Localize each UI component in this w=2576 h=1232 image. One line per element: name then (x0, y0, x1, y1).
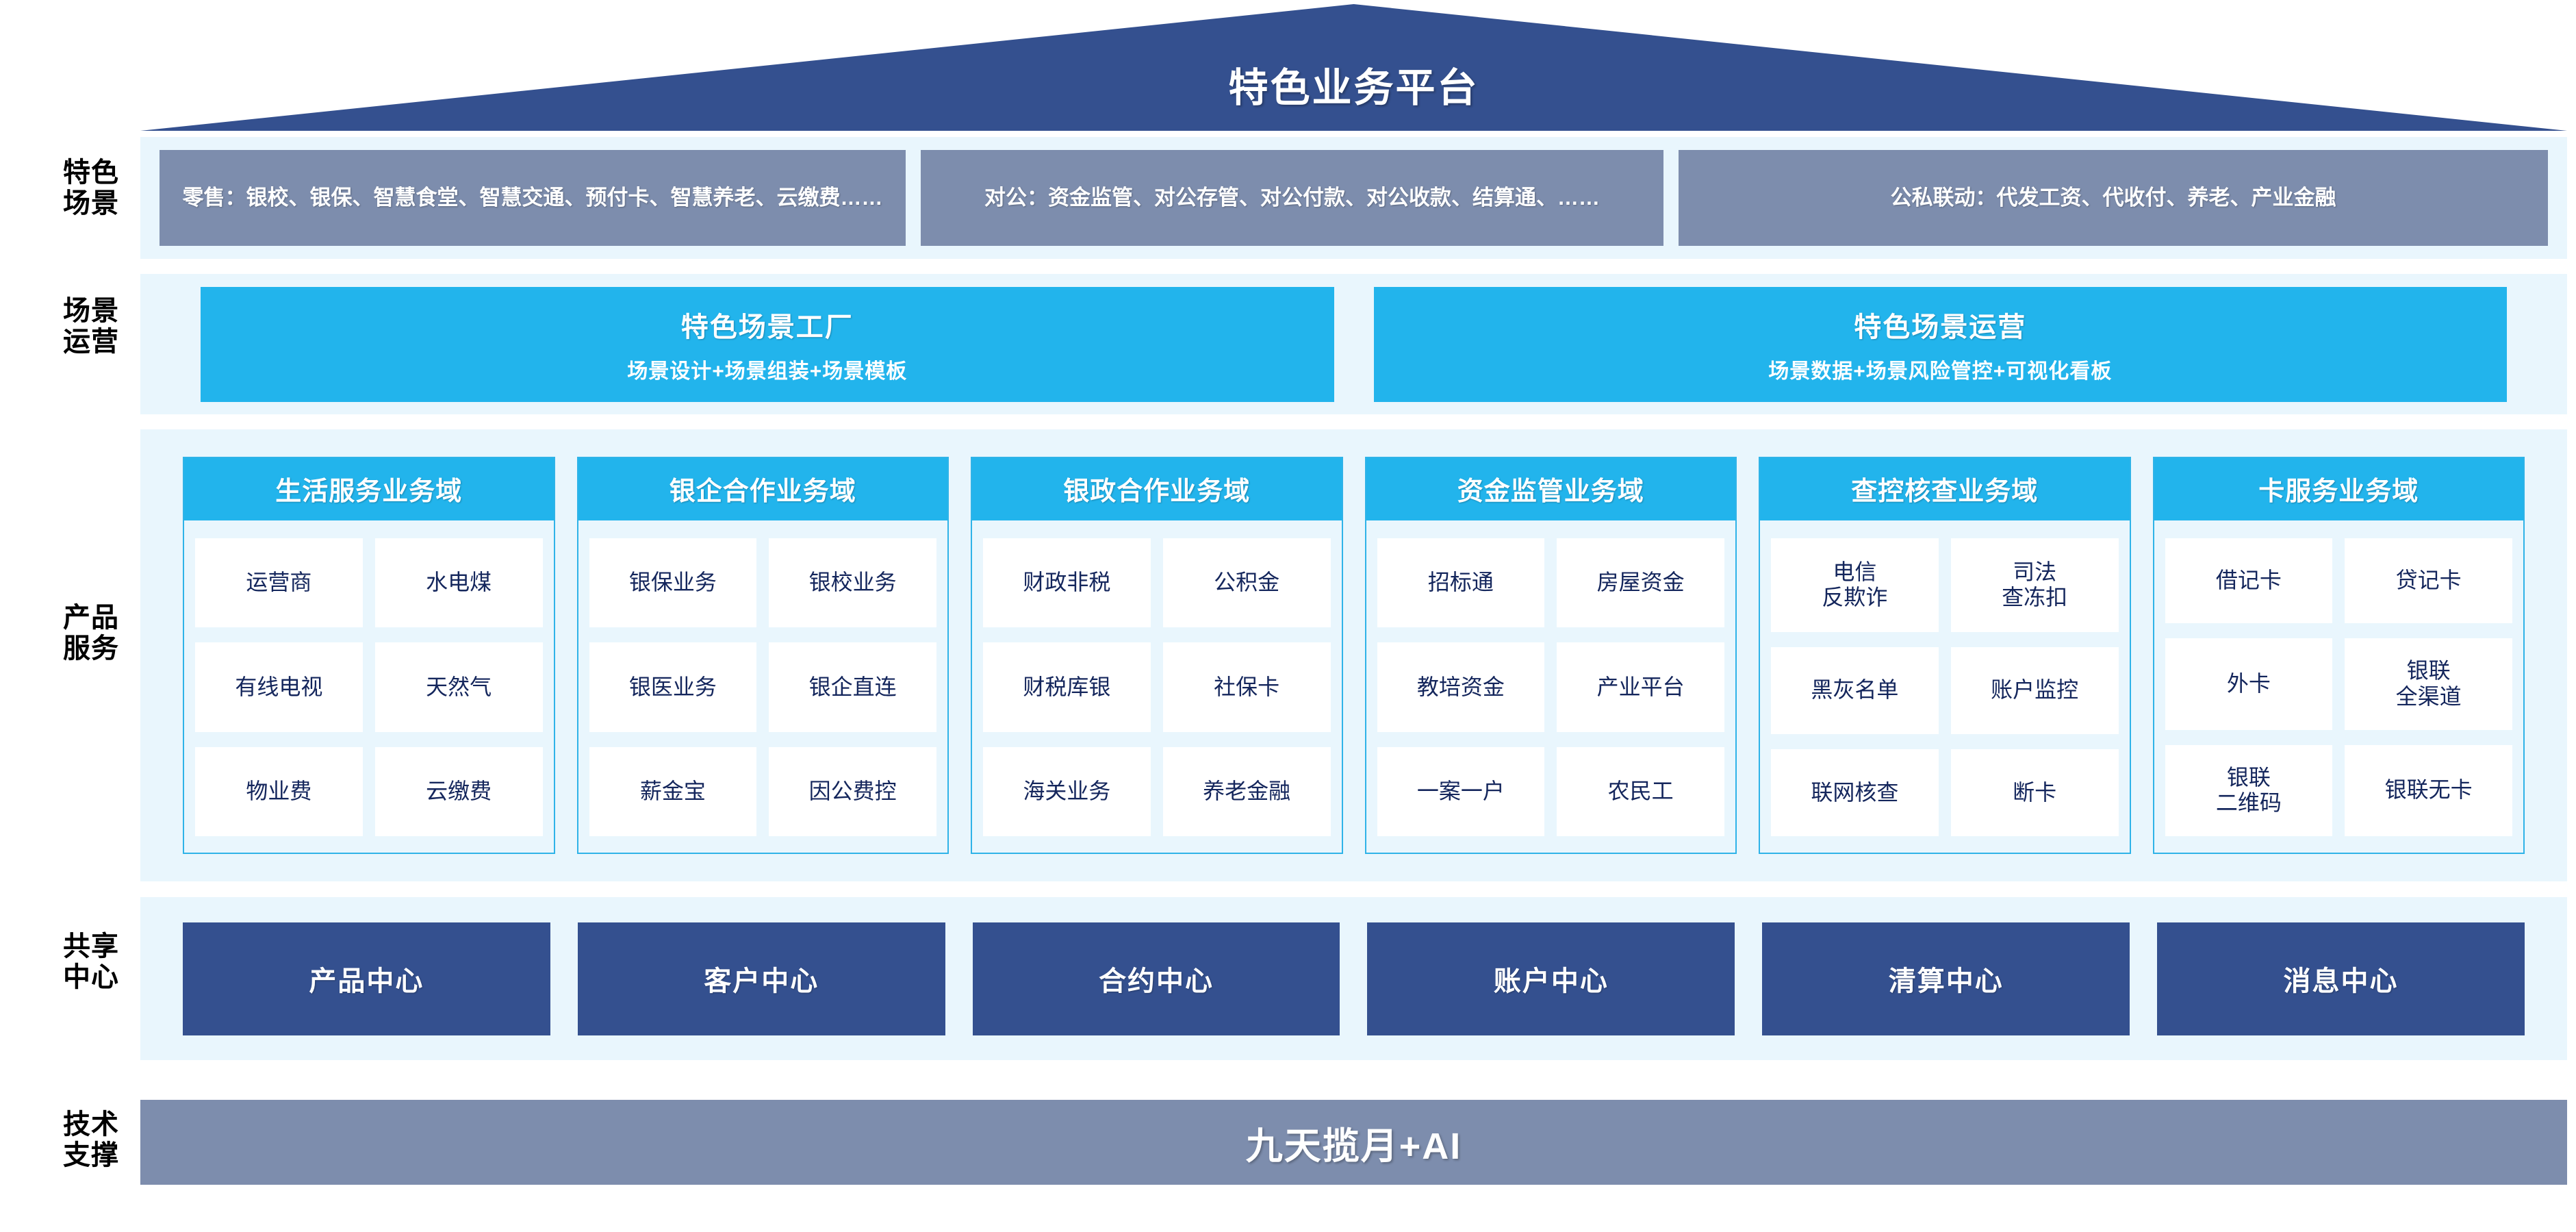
domain-cell[interactable]: 黑灰名单 (1771, 646, 1939, 734)
shared-center-clearing[interactable]: 清算中心 (1762, 922, 2130, 1035)
shared-center-band: 产品中心 客户中心 合约中心 账户中心 清算中心 消息中心 (140, 897, 2567, 1060)
row-label-tech-support: 技术支撑 (63, 1109, 119, 1170)
row-label-shared-center: 共享中心 (63, 931, 119, 992)
domain-cell[interactable]: 产业平台 (1557, 642, 1724, 732)
domain-grid-bank-government: 财政非税 公积金 财税库银 社保卡 海关业务 养老金融 (972, 520, 1342, 853)
domain-grid-life-service: 运营商 水电煤 有线电视 天然气 物业费 云缴费 (184, 520, 554, 853)
scenario-band: 零售：银校、银保、智慧食堂、智慧交通、预付卡、智慧养老、云缴费…… 对公：资金监… (140, 137, 2567, 259)
domain-cell[interactable]: 教培资金 (1377, 642, 1545, 732)
domain-cell[interactable]: 薪金宝 (589, 746, 757, 836)
domain-cell[interactable]: 司法查冻扣 (1950, 538, 2119, 632)
domain-cell[interactable]: 财政非税 (983, 538, 1151, 628)
domain-cell[interactable]: 外卡 (2165, 638, 2333, 730)
domain-title-life-service: 生活服务业务域 (184, 458, 554, 520)
domain-cell[interactable]: 云缴费 (374, 746, 543, 836)
operations-subtitle-scene-factory: 场景设计+场景组装+场景模板 (627, 360, 908, 383)
domain-grid-bank-enterprise: 银保业务 银校业务 银医业务 银企直连 薪金宝 因公费控 (578, 520, 948, 853)
domain-cell[interactable]: 断卡 (1950, 749, 2119, 836)
domain-grid-card-service: 借记卡 贷记卡 外卡 银联全渠道 银联二维码 银联无卡 (2154, 520, 2524, 853)
domain-column-list: 生活服务业务域 运营商 水电煤 有线电视 天然气 物业费 云缴费 银企合作业务域… (140, 429, 2567, 881)
row-label-operations: 场景运营 (63, 296, 119, 357)
domain-cell[interactable]: 运营商 (195, 538, 363, 628)
domain-cell[interactable]: 银校业务 (769, 538, 936, 628)
domain-cell[interactable]: 电信反欺诈 (1771, 538, 1939, 632)
domain-column-life-service: 生活服务业务域 运营商 水电煤 有线电视 天然气 物业费 云缴费 (183, 457, 555, 854)
domain-grid-fund-supervision: 招标通 房屋资金 教培资金 产业平台 一案一户 农民工 (1366, 520, 1736, 853)
domain-cell[interactable]: 海关业务 (983, 746, 1151, 836)
domain-cell[interactable]: 水电煤 (374, 538, 543, 628)
operations-title-scene-factory: 特色场景工厂 (680, 312, 854, 342)
row-label-products: 产品服务 (63, 603, 119, 664)
scenario-list: 零售：银校、银保、智慧食堂、智慧交通、预付卡、智慧养老、云缴费…… 对公：资金监… (140, 150, 2567, 246)
operations-list: 特色场景工厂 场景设计+场景组装+场景模板 特色场景运营 场景数据+场景风险管控… (140, 286, 2567, 402)
domain-cell[interactable]: 银医业务 (589, 642, 757, 732)
domain-column-card-service: 卡服务业务域 借记卡 贷记卡 外卡 银联全渠道 银联二维码 银联无卡 (2152, 457, 2525, 854)
domain-cell[interactable]: 银保业务 (589, 538, 757, 628)
shared-center-customer[interactable]: 客户中心 (577, 922, 945, 1035)
tech-support-bar[interactable]: 九天揽月+AI (140, 1100, 2567, 1185)
products-band: 生活服务业务域 运营商 水电煤 有线电视 天然气 物业费 云缴费 银企合作业务域… (140, 429, 2567, 881)
domain-title-bank-government: 银政合作业务域 (972, 458, 1342, 520)
domain-column-bank-enterprise: 银企合作业务域 银保业务 银校业务 银医业务 银企直连 薪金宝 因公费控 (576, 457, 949, 854)
scenario-box-linkage[interactable]: 公私联动：代发工资、代收付、养老、产业金融 (1679, 150, 2548, 246)
domain-cell[interactable]: 账户监控 (1950, 646, 2119, 734)
operations-band: 特色场景工厂 场景设计+场景组装+场景模板 特色场景运营 场景数据+场景风险管控… (140, 274, 2567, 414)
domain-column-investigation-control: 查控核查业务域 电信反欺诈 司法查冻扣 黑灰名单 账户监控 联网核查 断卡 (1759, 457, 2131, 854)
domain-cell[interactable]: 农民工 (1557, 746, 1724, 836)
domain-title-fund-supervision: 资金监管业务域 (1366, 458, 1735, 520)
domain-cell[interactable]: 联网核查 (1771, 749, 1939, 836)
shared-center-list: 产品中心 客户中心 合约中心 账户中心 清算中心 消息中心 (140, 922, 2567, 1035)
tech-support-band: 九天揽月+AI (140, 1100, 2567, 1185)
domain-cell[interactable]: 公积金 (1162, 538, 1331, 628)
domain-title-bank-enterprise: 银企合作业务域 (578, 458, 947, 520)
platform-roof: 特色业务平台 (140, 4, 2567, 131)
domain-title-card-service: 卡服务业务域 (2154, 458, 2523, 520)
scenario-box-corporate[interactable]: 对公：资金监管、对公存管、对公付款、对公收款、结算通、…… (921, 150, 1663, 246)
shared-center-message[interactable]: 消息中心 (2157, 922, 2525, 1035)
domain-column-fund-supervision: 资金监管业务域 招标通 房屋资金 教培资金 产业平台 一案一户 农民工 (1364, 457, 1737, 854)
domain-cell[interactable]: 有线电视 (195, 642, 363, 732)
shared-center-product[interactable]: 产品中心 (183, 922, 550, 1035)
domain-cell[interactable]: 招标通 (1377, 538, 1545, 628)
domain-grid-investigation-control: 电信反欺诈 司法查冻扣 黑灰名单 账户监控 联网核查 断卡 (1760, 520, 2130, 853)
shared-center-account[interactable]: 账户中心 (1367, 922, 1735, 1035)
operations-subtitle-scene-operation: 场景数据+场景风险管控+可视化看板 (1768, 360, 2113, 383)
domain-cell[interactable]: 物业费 (195, 746, 363, 836)
domain-cell[interactable]: 社保卡 (1162, 642, 1331, 732)
domain-cell[interactable]: 一案一户 (1377, 746, 1545, 836)
domain-cell[interactable]: 房屋资金 (1557, 538, 1724, 628)
row-label-scenario: 特色场景 (63, 158, 119, 218)
domain-cell[interactable]: 养老金融 (1162, 746, 1331, 836)
operations-box-scene-operation[interactable]: 特色场景运营 场景数据+场景风险管控+可视化看板 (1373, 286, 2507, 402)
domain-cell[interactable]: 银联二维码 (2165, 744, 2333, 836)
domain-cell[interactable]: 银企直连 (769, 642, 936, 732)
domain-cell[interactable]: 贷记卡 (2345, 538, 2512, 623)
operations-title-scene-operation: 特色场景运营 (1854, 312, 2027, 342)
domain-cell[interactable]: 财税库银 (983, 642, 1151, 732)
domain-title-investigation-control: 查控核查业务域 (1760, 458, 2130, 520)
shared-center-contract[interactable]: 合约中心 (972, 922, 1340, 1035)
domain-cell[interactable]: 银联无卡 (2345, 744, 2512, 836)
scenario-box-retail[interactable]: 零售：银校、银保、智慧食堂、智慧交通、预付卡、智慧养老、云缴费…… (160, 150, 906, 246)
domain-cell[interactable]: 银联全渠道 (2345, 638, 2512, 730)
domain-cell[interactable]: 天然气 (374, 642, 543, 732)
domain-cell[interactable]: 借记卡 (2165, 538, 2333, 623)
operations-box-scene-factory[interactable]: 特色场景工厂 场景设计+场景组装+场景模板 (201, 286, 1334, 402)
domain-cell[interactable]: 因公费控 (769, 746, 936, 836)
domain-column-bank-government: 银政合作业务域 财政非税 公积金 财税库银 社保卡 海关业务 养老金融 (971, 457, 1343, 854)
platform-title: 特色业务平台 (1228, 66, 1479, 110)
